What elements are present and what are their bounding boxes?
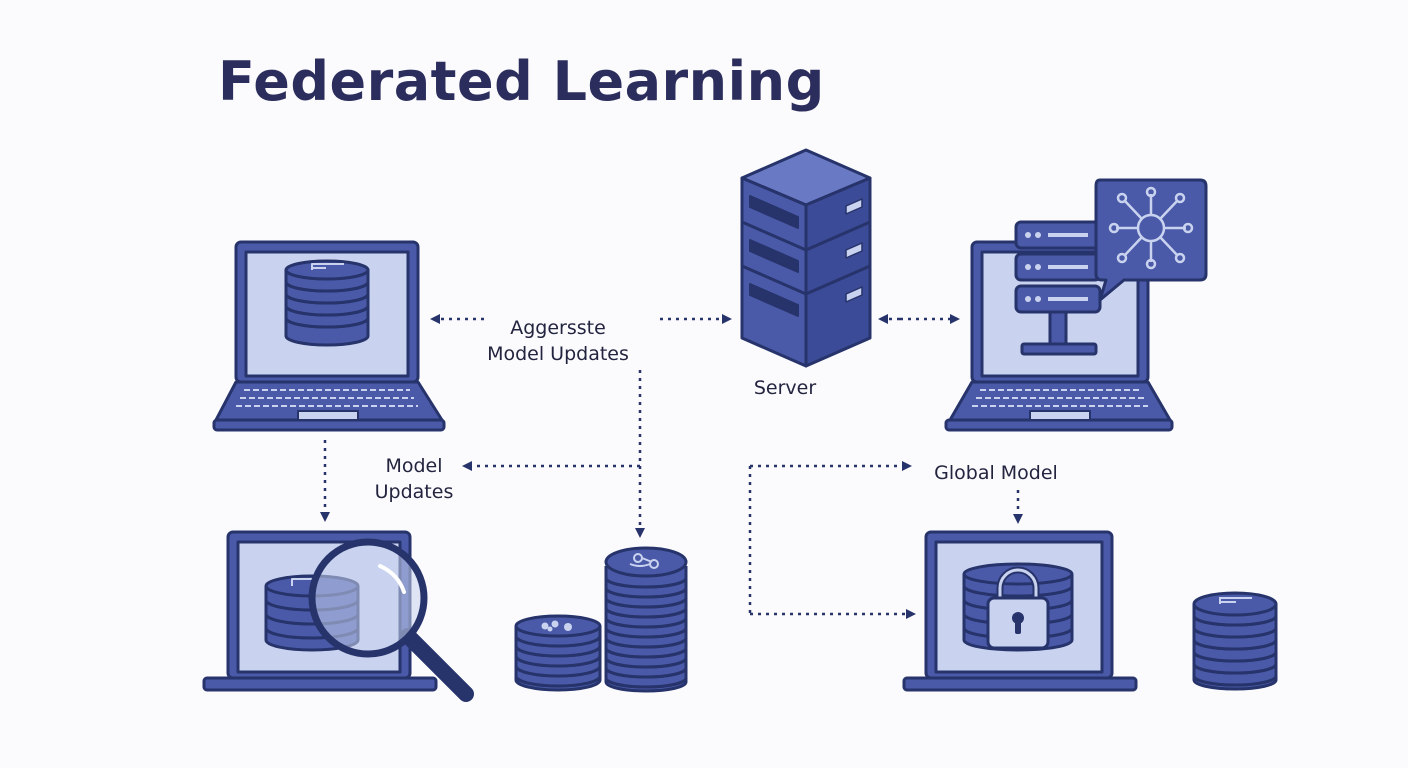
laptop-bottom-right [902,530,1138,692]
database-icon [284,259,370,347]
connectors [320,314,1023,619]
database-stack-tall [604,546,688,693]
laptop-bottom-left [202,530,474,702]
magnifier-icon [308,538,474,702]
lock-icon [986,566,1050,650]
laptop-top-left [212,240,446,432]
label-model-updates: Model Updates [366,453,462,505]
network-node-icon [1094,178,1208,302]
diagram-title: Federated Learning [218,50,825,113]
database-stack-small [514,614,602,692]
laptop-top-right [944,178,1208,432]
database-stack-right [1192,591,1278,691]
label-aggregate-model-updates: Aggersste Model Updates [484,315,632,367]
label-aggregate-line2: Model Updates [487,343,629,365]
label-global-model: Global Model [934,462,1058,484]
label-model-updates-line1: Model [385,455,443,477]
label-model-updates-line2: Updates [374,481,454,503]
server-icon [740,148,872,368]
label-aggregate-line1: Aggersste [510,317,606,339]
server-rack-icon [1014,220,1102,356]
keyboard-keys [236,389,418,407]
label-server: Server [753,377,817,399]
